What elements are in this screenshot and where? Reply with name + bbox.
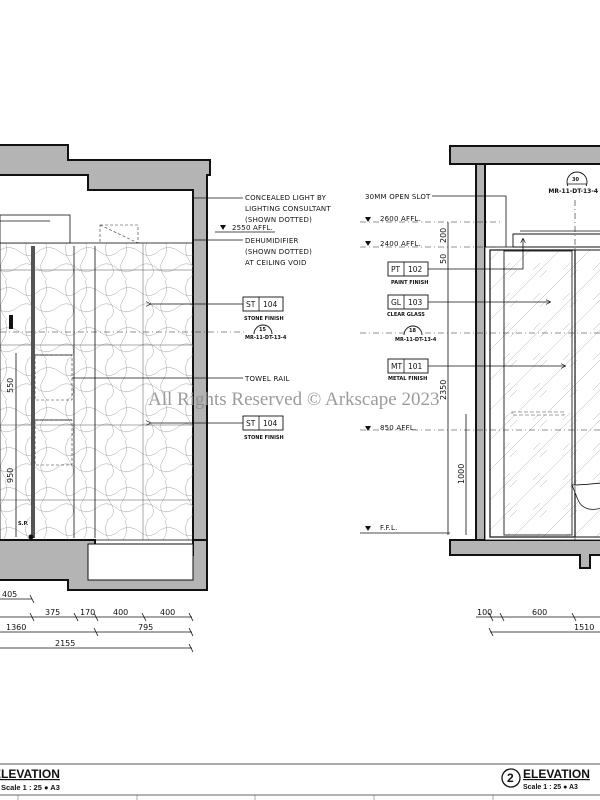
glass-door [489,249,576,538]
level-marker-icon [365,426,371,431]
svg-text:104: 104 [263,300,278,309]
finish-tag-gl103: GL 103 CLEAR GLASS [387,294,429,318]
towel-rail-label: TOWEL RAIL [244,375,290,383]
svg-text:400: 400 [160,608,175,617]
dim-1000: 1000 [457,464,466,484]
level-marker-icon [365,241,371,246]
left-elevation-title: ELEVATION [0,767,60,781]
finish-tag-st104-2: ST 104 STONE FINISH [242,415,284,441]
svg-text:1360: 1360 [6,623,26,632]
svg-text:MR-11-DT-13-4: MR-11-DT-13-4 [395,337,437,343]
svg-text:18: 18 [409,328,416,334]
level-marker-icon [365,217,371,222]
concealed-light-note-1: CONCEALED LIGHT BY [245,194,327,202]
svg-text:ST: ST [246,419,256,428]
concealed-light-note-3: (SHOWN DOTTED) [245,216,312,224]
ceiling-bulkhead [0,214,71,244]
wall-column [475,163,486,541]
svg-text:MT: MT [391,362,402,371]
dehumidifier-note-1: DEHUMIDIFIER [245,237,299,245]
svg-text:103: 103 [408,298,423,307]
detail-ref-18: 18 MR-11-DT-13-4 [395,325,437,343]
dim-200: 200 [439,228,448,243]
sp-label: S.P. [18,521,28,527]
dim-2350: 2350 [439,380,448,400]
dehumidifier-note-2: (SHOWN DOTTED) [245,248,312,256]
right-elevation-number: 2 [507,771,514,785]
svg-text:405: 405 [2,590,17,599]
dim-50: 50 [439,254,448,264]
door-handle [511,411,565,416]
svg-text:STONE FINISH: STONE FINISH [244,316,284,322]
horizontal-dimensions-right: 100 600 1510 [476,608,600,637]
level-2400-label: 2400 AFFL. [380,240,421,248]
dim-950: 950 [6,468,15,483]
svg-text:MR-11-DT-13-4: MR-11-DT-13-4 [245,335,287,341]
right-elevation-scale: Scale 1 : 25 ● A3 [523,784,578,791]
svg-text:795: 795 [138,623,153,632]
dim-550: 550 [6,378,15,393]
title-block: ELEVATION Scale 1 : 25 ● A3 2 ELEVATION … [0,763,600,800]
detail-ref-15: 15 MR-11-DT-13-4 [245,324,287,341]
finish-tag-pt102: PT 102 PAINT FINISH [387,261,429,286]
level-850-label: 850 AFFL. [380,424,416,432]
svg-text:15: 15 [259,327,266,333]
svg-text:PAINT FINISH: PAINT FINISH [391,280,428,286]
dehumidifier-note-3: AT CEILING VOID [245,259,307,267]
floor-slab-right [449,539,600,569]
svg-text:600: 600 [532,608,547,617]
finish-tag-st104: ST 104 STONE FINISH [242,296,284,322]
svg-text:GL: GL [391,298,402,307]
toilet [571,482,600,510]
right-elevation: 30MM OPEN SLOT 2600 AFFL. 2400 AFFL. PT … [360,145,600,637]
svg-text:STONE FINISH: STONE FINISH [244,435,284,441]
open-slot-label: 30MM OPEN SLOT [365,193,431,201]
svg-text:CLEAR GLASS: CLEAR GLASS [387,312,425,318]
ffl-label: F.F.L. [380,524,398,532]
floor-recess [87,543,194,581]
ceiling-slab-right [449,145,600,165]
watermark: All Rights Reserved © Arkscape 2023 [148,389,439,410]
left-elevation-scale: Scale 1 : 25 ● A3 [1,783,60,792]
detail-ref-30-sheet: MR-11-DT-13-4 [548,188,598,195]
ceiling-bulkhead-right [512,233,600,248]
detail-ref-30: 30 MR-11-DT-13-4 [546,171,600,195]
svg-text:102: 102 [408,265,423,274]
level-marker-icon [220,225,226,230]
svg-text:METAL FINISH: METAL FINISH [388,376,427,382]
svg-text:ST: ST [246,300,256,309]
left-elevation: CONCEALED LIGHT BY LIGHTING CONSULTANT (… [0,144,331,653]
concealed-light-note-2: LIGHTING CONSULTANT [245,205,331,213]
svg-text:104: 104 [263,419,278,428]
post [31,246,35,538]
svg-text:101: 101 [408,362,423,371]
svg-text:PT: PT [391,265,401,274]
level-2550-label: 2550 AFFL. [232,224,273,232]
svg-text:400: 400 [113,608,128,617]
switch [9,315,13,329]
finish-tag-mt101: MT 101 METAL FINISH [387,358,429,382]
svg-text:100: 100 [477,608,492,617]
svg-text:30: 30 [572,177,579,183]
svg-text:170: 170 [80,608,95,617]
horizontal-dimensions: 405 375 170 400 400 1360 795 2155 [0,590,194,653]
svg-text:2155: 2155 [55,639,75,648]
level-2600-label: 2600 AFFL. [380,215,421,223]
level-marker-icon [365,526,371,531]
svg-text:1510: 1510 [574,623,594,632]
towel-rail-outline [34,354,73,401]
svg-text:375: 375 [45,608,60,617]
right-elevation-title: ELEVATION [523,767,590,781]
